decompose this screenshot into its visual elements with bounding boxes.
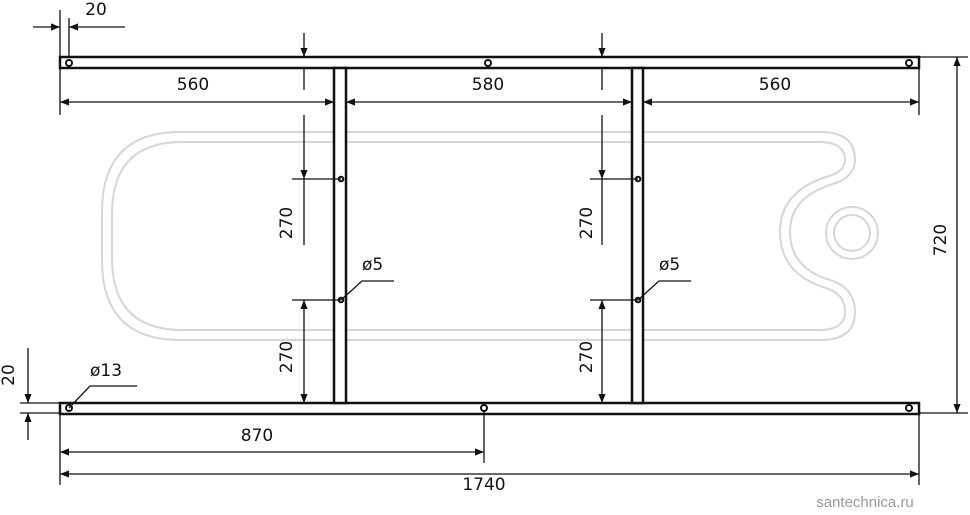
dim-post-upper-right: 270 [577, 207, 597, 239]
dim-post-lower-left: 270 [277, 341, 297, 373]
drain-icon [825, 206, 879, 260]
right-post [630, 66, 645, 405]
dim-span-middle: 580 [472, 75, 504, 95]
dim-post-lower-right: 270 [577, 341, 597, 373]
left-post [332, 66, 348, 405]
drain-inner-icon [833, 214, 871, 252]
dim-rail-thickness: 20 [0, 364, 19, 386]
holes [65, 59, 913, 412]
dim-span-right: 560 [759, 75, 791, 95]
dim-hole-small-left: ø5 [362, 255, 383, 275]
bottom-rail [58, 401, 921, 416]
dim-center-offset: 870 [241, 426, 273, 446]
watermark: santechnica.ru [816, 494, 914, 511]
bathtub-inner-outline [111, 141, 847, 331]
dim-hole-large: ø13 [90, 361, 122, 381]
dim-length-total: 1740 [462, 475, 505, 495]
dim-hole-small-right: ø5 [659, 255, 680, 275]
dim-end-offset: 20 [85, 0, 107, 20]
dim-span-left: 560 [177, 75, 209, 95]
dim-height-total: 720 [931, 224, 951, 256]
dim-post-upper-left: 270 [277, 207, 297, 239]
bathtub-outline [101, 131, 857, 341]
dimension-lines [20, 10, 968, 485]
